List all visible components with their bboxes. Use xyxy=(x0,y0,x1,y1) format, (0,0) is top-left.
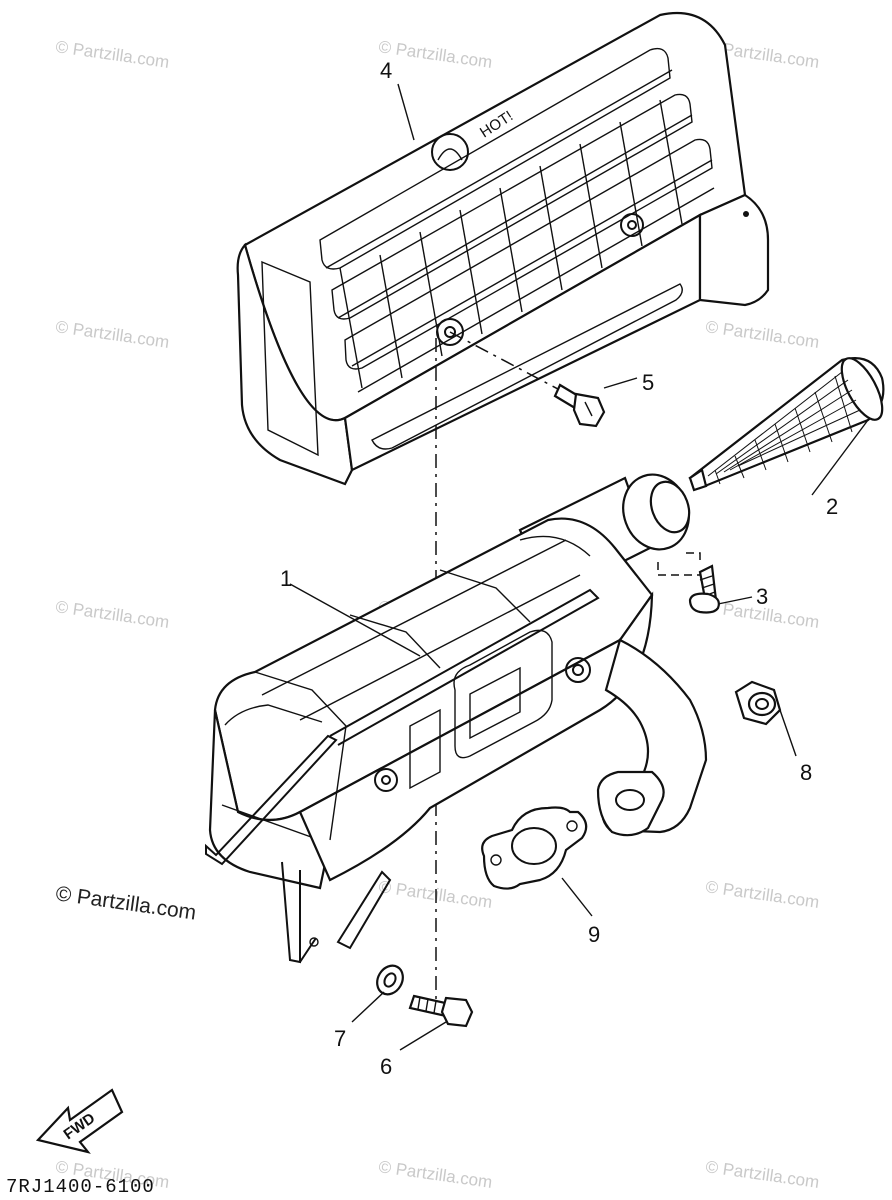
callout-2: 2 xyxy=(826,494,838,519)
spark-arrester-part-2 xyxy=(688,357,885,492)
callout-5: 5 xyxy=(642,370,654,395)
callout-1: 1 xyxy=(280,566,292,591)
bolt-part-6 xyxy=(408,994,474,1028)
gasket-part-9 xyxy=(481,806,588,890)
callout-numbers: 4 5 2 3 1 8 9 7 6 xyxy=(280,58,838,1079)
watermark: © Partzilla.com xyxy=(704,1157,820,1192)
nut-part-8 xyxy=(734,680,782,726)
forward-arrow-icon: FWD xyxy=(35,1088,124,1154)
callout-9: 9 xyxy=(588,922,600,947)
watermark-prominent: © Partzilla.com xyxy=(54,882,197,924)
watermark: © Partzilla.com xyxy=(377,1157,493,1192)
diagram-code: 7RJ1400-6100 xyxy=(6,1176,155,1198)
callout-7: 7 xyxy=(334,1026,346,1051)
callout-6: 6 xyxy=(380,1054,392,1079)
callout-4: 4 xyxy=(380,58,392,83)
watermark: © Partzilla.com xyxy=(54,597,170,632)
muffler-part-1 xyxy=(205,473,708,964)
watermark: © Partzilla.com xyxy=(377,37,493,72)
heat-shield-cover: HOT! xyxy=(236,11,770,486)
bolt-part-5 xyxy=(553,383,606,428)
watermark: © Partzilla.com xyxy=(54,37,170,72)
leader-lines xyxy=(289,83,869,1051)
callout-3: 3 xyxy=(756,584,768,609)
watermark: © Partzilla.com xyxy=(704,877,820,912)
washer-part-7 xyxy=(376,964,404,996)
screw-part-3 xyxy=(688,564,720,614)
callout-8: 8 xyxy=(800,760,812,785)
watermark: © Partzilla.com xyxy=(54,317,170,352)
watermark: © Partzilla.com xyxy=(704,317,820,352)
